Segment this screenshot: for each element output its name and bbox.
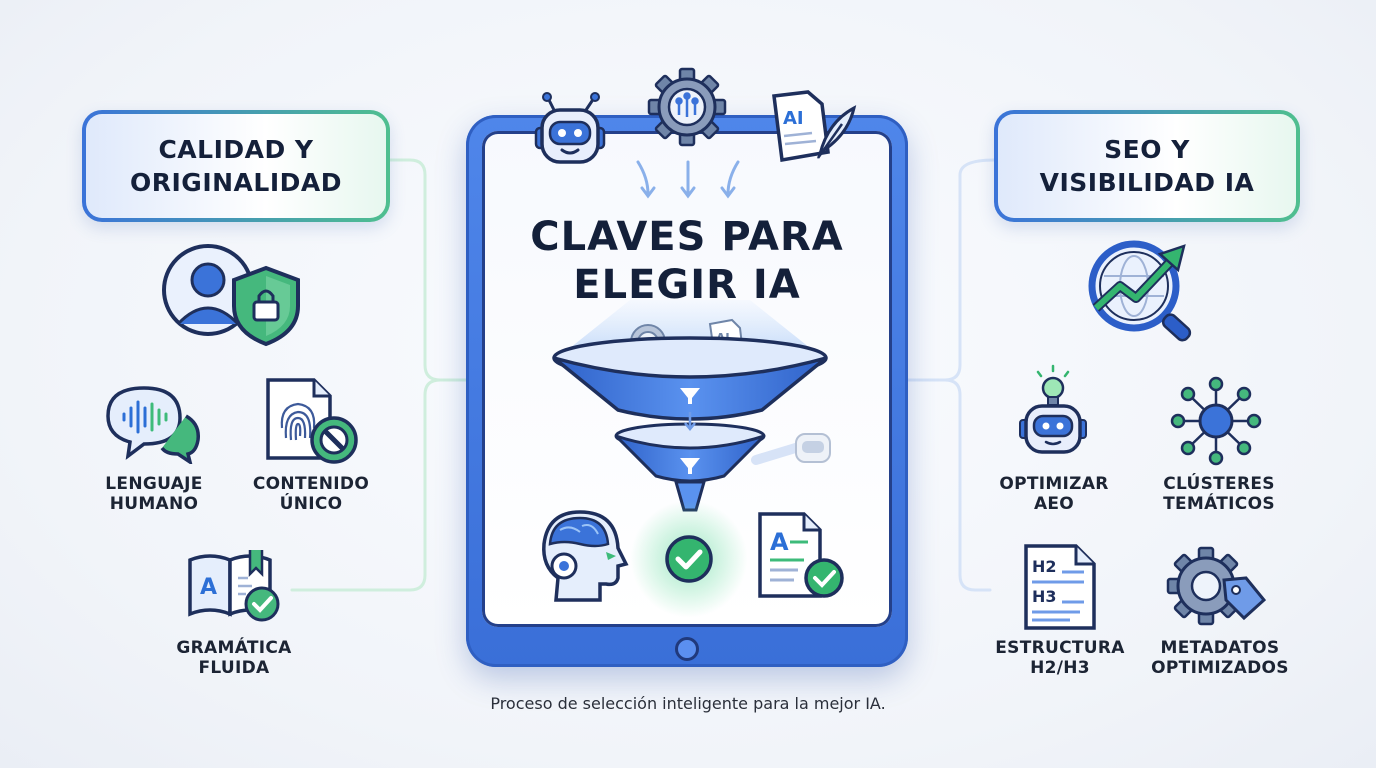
contenido-unico-label: CONTENIDO ÚNICO — [226, 474, 396, 514]
success-check-icon — [665, 535, 713, 583]
clusteres-tematicos-label-line-1: CLÚSTERES — [1163, 474, 1275, 494]
estructura-h2h3-label-line-1: ESTRUCTURA — [995, 638, 1125, 658]
left-header-line-2: ORIGINALIDAD — [130, 168, 342, 197]
left-header: CALIDAD Y ORIGINALIDAD — [82, 110, 390, 222]
ai-doc-text: AI — [783, 108, 804, 129]
estructura-h2h3-label: ESTRUCTURA H2/H3 — [980, 638, 1140, 678]
optimizar-aeo-label: OPTIMIZAR AEO — [984, 474, 1124, 514]
arrows-down-icon — [636, 160, 740, 199]
tablet-home-button — [675, 637, 699, 661]
robot-icon — [534, 92, 606, 164]
ai-document-quill-icon: AI — [772, 90, 857, 163]
lenguaje-humano-label-line-1: LENGUAJE — [105, 474, 203, 494]
gramatica-fluida-label-line-2: FLUIDA — [198, 658, 270, 678]
rejected-robot-icon — [795, 433, 831, 463]
metadatos-optimizados-label-line-2: OPTIMIZADOS — [1151, 658, 1289, 678]
caption: Proceso de selección inteligente para la… — [490, 694, 886, 713]
clusteres-tematicos-label-line-2: TEMÁTICOS — [1163, 494, 1275, 514]
lenguaje-humano-label: LENGUAJE HUMANO — [84, 474, 224, 514]
gear-tag-icon — [1166, 546, 1267, 626]
lenguaje-humano-label-line-2: HUMANO — [109, 494, 199, 514]
right-header-line-2: VISIBILIDAD IA — [1039, 168, 1255, 197]
gramatica-fluida-label-line-1: GRAMÁTICA — [176, 638, 292, 658]
user-shield-lock-icon — [162, 244, 300, 347]
main-title: CLAVES PARA ELEGIR IA — [466, 213, 908, 309]
speech-bubble-waveform-icon — [106, 386, 200, 464]
clusteres-tematicos-label: CLÚSTERES TEMÁTICOS — [1134, 474, 1304, 514]
robot-lightbulb-icon — [1019, 364, 1087, 454]
contenido-unico-label-line-2: ÚNICO — [279, 494, 343, 514]
estructura-h2h3-label-line-2: H2/H3 — [1030, 658, 1090, 678]
optimizar-aeo-label-line-1: OPTIMIZAR — [999, 474, 1109, 494]
main-title-line-1: CLAVES PARA — [530, 214, 844, 260]
gear-circuit-icon — [647, 67, 727, 147]
doc-check-letter-a: A — [770, 528, 789, 556]
right-header: SEO Y VISIBILIDAD IA — [994, 110, 1300, 222]
right-header-line-1: SEO Y — [1104, 135, 1190, 164]
metadatos-optimizados-label-line-1: METADATOS — [1160, 638, 1280, 658]
h3-text: H3 — [1032, 587, 1057, 606]
globe-growth-magnifier-icon — [1088, 240, 1192, 342]
funnel-graphic: AI — [552, 300, 831, 512]
ai-head-profile-icon — [542, 510, 629, 602]
network-cluster-icon — [1170, 376, 1262, 466]
metadatos-optimizados-label: METADATOS OPTIMIZADOS — [1134, 638, 1306, 678]
contenido-unico-label-line-1: CONTENIDO — [252, 474, 370, 494]
book-check-icon: A — [188, 550, 280, 622]
h2-text: H2 — [1032, 557, 1057, 576]
optimizar-aeo-label-line-2: AEO — [1033, 494, 1075, 514]
book-letter-a: A — [200, 575, 217, 600]
gramatica-fluida-label: GRAMÁTICA FLUIDA — [154, 638, 314, 678]
left-header-line-1: CALIDAD Y — [158, 135, 314, 164]
fingerprint-document-blocked-icon — [266, 378, 358, 464]
h2-h3-document-icon: H2 H3 — [1024, 544, 1096, 630]
document-check-icon: A — [758, 512, 844, 598]
